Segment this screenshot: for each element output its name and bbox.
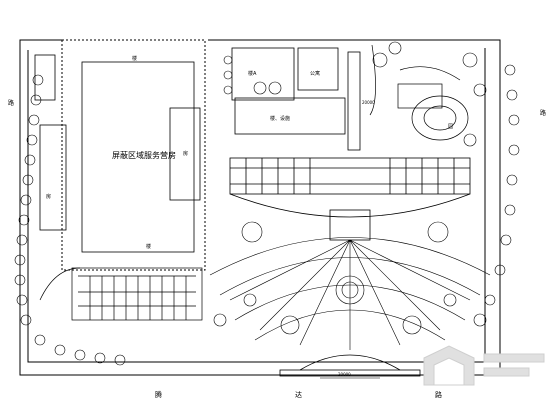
main-entrance [279,354,421,377]
building-logo-watermark-icon [423,345,545,386]
inner-block-mid-label: 楼、设施 [270,115,290,122]
site-boundary [19,39,501,376]
northeast-garden [369,44,469,141]
main-building-label: 屏蔽区域服务营房 [112,150,176,160]
west-side-label: 房 [46,193,51,200]
road-south-label-3: 路 [435,390,442,399]
north-building-label: 楼 [132,55,137,62]
central-teaching-building [229,157,471,241]
garden-label: 园 [448,124,453,130]
fan-plaza [209,237,491,350]
parking-area [39,267,203,321]
dimension-top-label: 20000 [362,100,375,105]
dimension-bottom-label: 20000 [338,372,351,377]
road-south-label-1: 腾 [155,390,162,399]
main-building-block [34,54,201,253]
road-south-label-2: 达 [295,390,302,399]
inner-buildings [231,47,361,151]
tree-row [14,41,520,366]
inner-block-a-label: 楼A [248,70,257,77]
road-west-label: 路 [8,99,14,107]
road-east-label: 路 [540,109,546,117]
south-small-label: 楼 [146,243,151,250]
east-side-label: 房 [183,150,188,157]
inner-block-b-label: 公寓 [310,70,320,77]
